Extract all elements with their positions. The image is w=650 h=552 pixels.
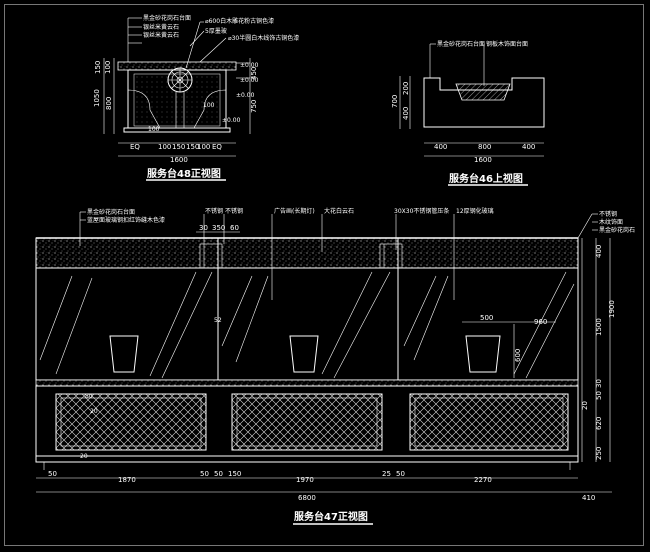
note48-6: ⌀30半圆白木线饰古铜色漆 xyxy=(228,34,299,42)
glass-reflections xyxy=(39,271,575,379)
mark47-20b: 20 xyxy=(80,453,88,460)
dim47-600: 600 xyxy=(514,349,522,362)
dim48-h150a: 150 xyxy=(172,143,185,151)
dim48-800: 800 xyxy=(105,97,113,110)
dim47-r400: 400 xyxy=(595,245,603,258)
note47-top4: 大花白云石 xyxy=(324,207,354,215)
note47-left2: 蓝屋面玻璃钢扣红饰缝木色漆 xyxy=(87,216,165,224)
front-view-47: 黑金砂花岗石台面 蓝屋面玻璃钢扣红饰缝木色漆 不锈钢 不锈钢 广告画(长期灯) … xyxy=(35,207,635,525)
dim48-h100b: 100 xyxy=(197,143,210,151)
front-view-48: 黑金砂花岗石台面 ⌀600白木雕花粉古铜色漆 银丝米黄云石 5厚墨玻 银丝米黄云… xyxy=(93,14,299,181)
note48-2: ⌀600白木雕花粉古铜色漆 xyxy=(205,17,274,25)
note47-top3: 广告画(长期灯) xyxy=(274,207,315,215)
lattice-panel-2 xyxy=(231,393,383,451)
ad-frame-2 xyxy=(289,335,319,373)
dim47-500: 500 xyxy=(480,314,493,322)
note48-4: 5厚墨玻 xyxy=(205,27,227,35)
dim46-400: 400 xyxy=(402,107,410,120)
inset-top-46 xyxy=(455,83,511,101)
dim47-b50c: 50 xyxy=(396,470,405,478)
ad-frame-1 xyxy=(109,335,139,373)
dim48-150: 150 xyxy=(94,61,102,74)
mark47-80: 80 xyxy=(85,393,93,400)
title-front48: 服务台48正视图 xyxy=(147,167,221,180)
dim47-b50a: 50 xyxy=(200,470,209,478)
sheet-border xyxy=(4,4,644,546)
level48-4: ±0.00 xyxy=(222,117,241,124)
dim47-960: 960 xyxy=(534,318,547,326)
dim48-h100a: 100 xyxy=(158,143,171,151)
level48-6: 100 xyxy=(148,126,160,133)
dim47-r1900: 1900 xyxy=(608,300,616,318)
dim47-b1970: 1970 xyxy=(296,476,314,484)
note47-top6: 12厚钢化玻璃 xyxy=(456,207,494,215)
lattice-panel-3 xyxy=(409,393,569,451)
note47-top1: 不锈钢 xyxy=(205,207,223,215)
level48-5: 100 xyxy=(203,102,215,109)
note46-2: 钢板木饰面台面 xyxy=(486,40,528,48)
note48-5: 银丝米黄云石 xyxy=(143,31,179,39)
note47-left1: 黑金砂花岗石台面 xyxy=(87,208,135,216)
note48-1: 黑金砂花岗石台面 xyxy=(143,14,191,22)
dim46-200: 200 xyxy=(402,82,410,95)
dim47-b1870: 1870 xyxy=(118,476,136,484)
mark47-52: 52 xyxy=(214,317,222,324)
title-top46: 服务台46上视图 xyxy=(449,172,523,185)
level48-1: ±0.00 xyxy=(240,62,259,69)
note47-right3: 黑金砂花岗石 xyxy=(599,226,635,234)
ad-frame-3 xyxy=(465,335,501,373)
dim47-total: 6800 xyxy=(298,494,316,502)
dim48-h150b: 150 xyxy=(186,143,199,151)
dim47-b25: 25 xyxy=(382,470,391,478)
note47-top2: 不锈钢 xyxy=(225,207,243,215)
dim47-r620: 620 xyxy=(595,417,603,430)
note47-right1: 不锈钢 xyxy=(599,210,617,218)
dim47-b150: 150 xyxy=(228,470,241,478)
level48-3: ±0.00 xyxy=(236,92,255,99)
dim46-total: 1600 xyxy=(474,156,492,164)
title-front47: 服务台47正视图 xyxy=(294,510,368,523)
top-view-46: 黑金砂花岗石台面 钢板木饰面台面 700 200 400 400 800 400… xyxy=(391,40,545,186)
granite-band-47 xyxy=(35,237,579,269)
dim47-r250: 250 xyxy=(595,447,603,460)
dim46-400a: 400 xyxy=(434,143,447,151)
dim47-b50b: 50 xyxy=(214,470,223,478)
dim47-r1500: 1500 xyxy=(595,318,603,336)
dim48-750: 750 xyxy=(250,100,258,113)
counter-outline-46 xyxy=(423,77,545,128)
rosette-ornament xyxy=(167,67,193,93)
dim47-r30: 30 xyxy=(595,379,603,388)
lattice-panel-1 xyxy=(55,393,207,451)
dim48-v100: 100 xyxy=(104,61,112,74)
dim47-r50: 50 xyxy=(595,391,603,400)
level48-2: ±0.00 xyxy=(240,77,259,84)
dim48-eq2: EQ xyxy=(212,143,222,151)
mark47-20a: 20 xyxy=(90,408,98,415)
dim46-800: 800 xyxy=(478,143,491,151)
dim48-total: 1600 xyxy=(170,156,188,164)
dim48-450: 450 xyxy=(250,67,258,80)
note48-3: 银丝米黄云石 xyxy=(143,23,179,31)
dim47-t350: 350 xyxy=(212,224,225,232)
dim46-700: 700 xyxy=(391,95,399,108)
dim47-b50: 50 xyxy=(48,470,57,478)
dim46-400b: 400 xyxy=(522,143,535,151)
dim47-t30: 30 xyxy=(199,224,208,232)
dim47-b2270: 2270 xyxy=(474,476,492,484)
note46-1: 黑金砂花岗石台面 xyxy=(437,40,485,48)
note47-top5: 30X30不锈钢管压条 xyxy=(394,207,449,215)
note47-right2: 木纹饰面 xyxy=(599,218,623,226)
dim48-eq1: EQ xyxy=(130,143,140,151)
dim47-t60: 60 xyxy=(230,224,239,232)
dim47-edge: 410 xyxy=(582,494,595,502)
dim48-1050: 1050 xyxy=(93,89,101,107)
dim47-r20: 20 xyxy=(581,401,589,410)
